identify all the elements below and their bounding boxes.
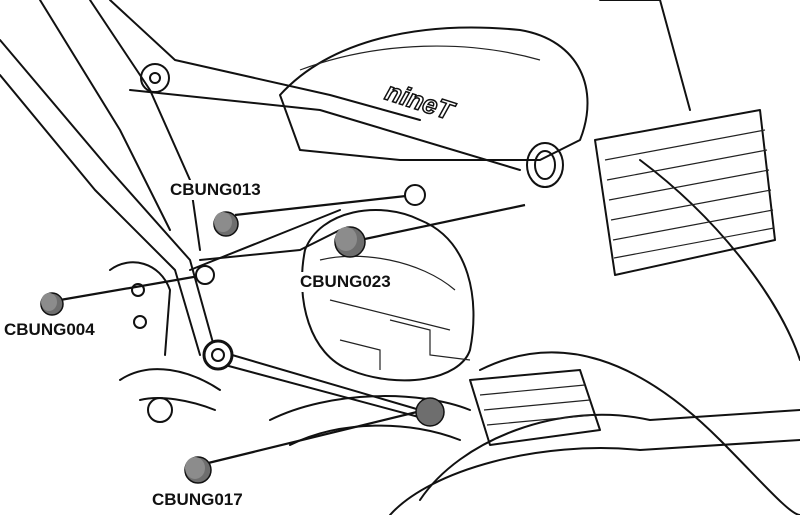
nine-t-logo: nineT — [382, 76, 459, 127]
label-cbung004: CBUNG004 — [2, 320, 97, 340]
plug-installed-017 — [415, 397, 445, 427]
bung-plugs — [40, 211, 445, 484]
bung-mount-points — [195, 184, 426, 371]
exhaust-pipes — [269, 159, 800, 515]
frame-lines — [0, 0, 521, 421]
plug-cbung017 — [184, 456, 212, 484]
engine-cylinder — [301, 209, 475, 382]
footpeg-assembly — [109, 261, 221, 423]
valve-cover — [469, 369, 601, 446]
oil-cooler — [594, 0, 776, 276]
fuel-tank-cover: nineT — [279, 26, 589, 188]
label-cbung017: CBUNG017 — [150, 490, 245, 510]
label-cbung013: CBUNG013 — [168, 180, 263, 200]
label-cbung023: CBUNG023 — [298, 272, 393, 292]
plug-cbung023 — [334, 226, 366, 258]
leader-lines — [59, 193, 526, 467]
plug-cbung004 — [40, 292, 64, 316]
plug-cbung013 — [213, 211, 239, 237]
